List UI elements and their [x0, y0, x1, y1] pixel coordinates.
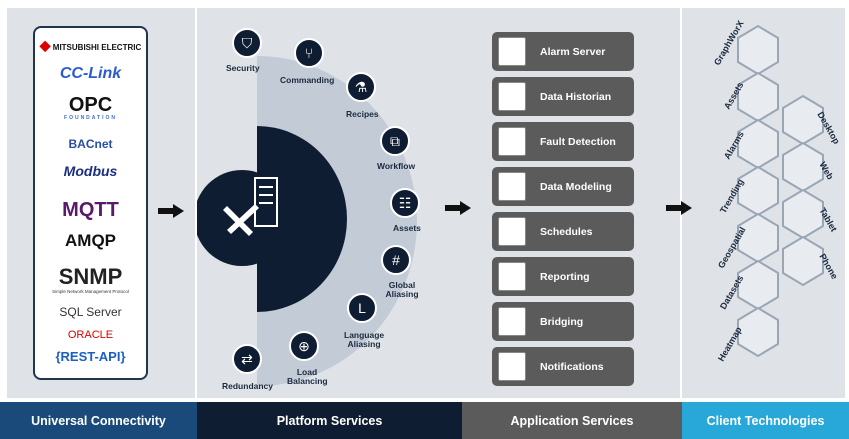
app-data-modeling[interactable]: Data Modeling — [492, 167, 634, 206]
footer-client-technologies: Client Technologies — [682, 402, 849, 439]
service-load-balancing[interactable]: Load Balancing — [287, 367, 328, 387]
data-historian-icon — [498, 82, 526, 111]
footer-application-services: Application Services — [462, 402, 682, 439]
mqtt-logo: MQTT — [62, 199, 119, 221]
schedules-icon — [498, 217, 526, 246]
protocol-list: ◆ MITSUBISHI ELECTRIC CC-Link OPC FOUNDA… — [33, 26, 148, 380]
platform-diagram — [197, 56, 417, 386]
footer-universal-connectivity: Universal Connectivity — [0, 402, 197, 439]
flask-icon: ⚗ — [346, 72, 376, 102]
trending-hex — [737, 165, 779, 217]
service-commanding[interactable]: Commanding — [280, 75, 335, 85]
cc-link-logo: CC-Link — [59, 65, 122, 82]
data-modeling-icon — [498, 172, 526, 201]
tablet-hex — [782, 188, 824, 240]
app-reporting[interactable]: Reporting — [492, 257, 634, 296]
oracle-logo: ORACLE — [67, 329, 114, 341]
snmp-logo: SNMP — [58, 264, 123, 289]
desktop-hex — [782, 94, 824, 146]
sql-server-logo: SQL Server — [59, 305, 122, 319]
graphworx-hex — [737, 24, 779, 76]
notifications-icon — [498, 352, 526, 381]
fork-icon: ⑂ — [294, 38, 324, 68]
language-icon: L — [347, 293, 377, 323]
modbus-logo: Modbus — [63, 163, 118, 179]
app-notifications[interactable]: Notifications — [492, 347, 634, 386]
amqp-logo: AMQP — [65, 231, 116, 250]
shield-icon: ⛉ — [232, 28, 262, 58]
alarm-server-icon — [498, 37, 526, 66]
workflow-icon: ⧉ — [380, 126, 410, 156]
service-recipes[interactable]: Recipes — [346, 109, 379, 119]
opc-logo: OPC — [68, 94, 113, 116]
platform-core — [257, 126, 347, 312]
alarms-hex — [737, 118, 779, 170]
datasets-hex — [737, 259, 779, 311]
service-workflow[interactable]: Workflow — [377, 161, 416, 171]
arrow-right-icon — [445, 201, 471, 215]
web-hex — [782, 141, 824, 193]
tools-icon — [223, 177, 278, 236]
heatmap-hex — [737, 306, 779, 358]
app-data-historian[interactable]: Data Historian — [492, 77, 634, 116]
fault-detection-icon — [498, 127, 526, 156]
network-icon: ⊕ — [289, 331, 319, 361]
app-bridging[interactable]: Bridging — [492, 302, 634, 341]
arrow-right-icon — [158, 204, 184, 218]
service-security[interactable]: Security — [226, 63, 260, 73]
arrow-right-icon — [666, 201, 692, 215]
bridging-icon — [498, 307, 526, 336]
service-assets[interactable]: Assets — [393, 223, 421, 233]
geospatial-hex — [737, 212, 779, 264]
redundancy-icon: ⇄ — [232, 344, 262, 374]
app-schedules[interactable]: Schedules — [492, 212, 634, 251]
app-alarm-server[interactable]: Alarm Server — [492, 32, 634, 71]
phone-hex — [782, 235, 824, 287]
mitsubishi-logo: ◆ MITSUBISHI ELECTRIC — [39, 37, 142, 53]
app-fault-detection[interactable]: Fault Detection — [492, 122, 634, 161]
footer-platform-services: Platform Services — [197, 402, 462, 439]
service-redundancy[interactable]: Redundancy — [222, 381, 274, 391]
assets-icon: ☷ — [390, 188, 420, 218]
opc-foundation-text: FOUNDATION — [64, 115, 117, 121]
service-language-aliasing[interactable]: Language Aliasing — [344, 330, 385, 350]
service-global-aliasing[interactable]: Global Aliasing — [385, 280, 419, 300]
client-hex-grid — [737, 24, 824, 358]
reporting-icon — [498, 262, 526, 291]
assets-hex — [737, 71, 779, 123]
rest-api-logo: {REST-API} — [55, 349, 126, 364]
bacnet-logo: BACnet — [68, 137, 113, 151]
snmp-subtitle: Simple Network Management Protocol — [52, 289, 129, 294]
hashtag-icon: # — [381, 245, 411, 275]
